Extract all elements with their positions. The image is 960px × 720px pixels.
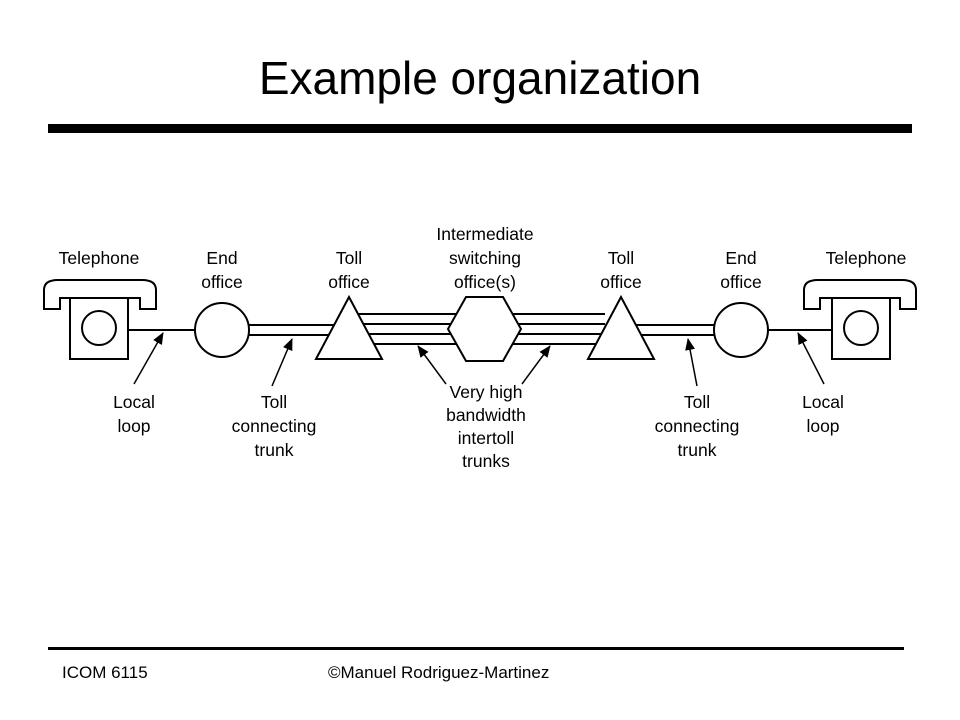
label-telephone-left: Telephone [59,248,140,268]
arrows [133,332,825,387]
arrow-intertoll-right [521,345,551,385]
arrow-intertoll-left [417,345,447,385]
arrow-local-loop-left [133,332,164,385]
course-code: ICOM 6115 [62,663,148,682]
arrow-toll-trunk-left [271,338,293,387]
copyright-notice: ©Manuel Rodriguez-Martinez [328,663,550,682]
telephone-icon-right [803,279,917,360]
toll-office-triangle-left [314,294,384,360]
toll-trunk-lines-left [248,324,336,336]
arrow-local-loop-right [797,332,825,385]
page-title: Example organization [258,52,702,104]
end-office-circle-right [713,302,769,358]
telephone-icon-left [43,279,157,360]
label-telephone-right: Telephone [826,248,907,268]
toll-office-triangle-right [586,294,656,360]
arrow-toll-trunk-right [685,338,698,387]
intermediate-office-hexagon [446,296,523,362]
title-divider [48,124,912,133]
end-office-circle-left [194,302,250,358]
footer-divider [48,647,904,650]
